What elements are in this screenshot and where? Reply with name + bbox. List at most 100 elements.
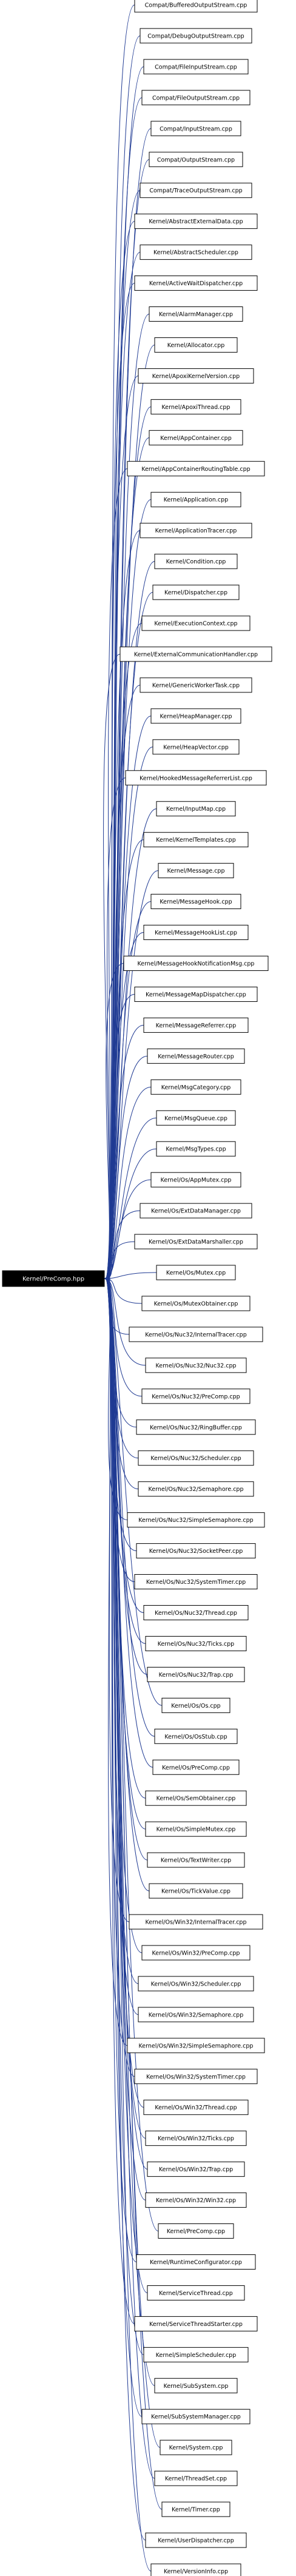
file-node[interactable]: Compat/TraceOutputStream.cpp: [140, 183, 252, 198]
file-node[interactable]: Kernel/SimpleScheduler.cpp: [143, 2347, 249, 2362]
file-node[interactable]: Kernel/SubSystem.cpp: [154, 2378, 238, 2393]
file-node-box: [141, 1388, 251, 1404]
file-node-box: [143, 2347, 249, 2362]
file-node[interactable]: Kernel/Os/Nuc32/Ticks.cpp: [145, 1635, 247, 1651]
file-node[interactable]: Kernel/Os/SemObtainer.cpp: [145, 1790, 247, 1806]
file-node[interactable]: Kernel/Os/Mutex.cpp: [156, 1265, 236, 1280]
file-node[interactable]: Kernel/ExternalCommunicationHandler.cpp: [119, 646, 272, 662]
file-node-label: Kernel/Os/Nuc32/SimpleSemaphore.cpp: [138, 1517, 253, 1524]
file-node-label: Kernel/MessageRouter.cpp: [158, 1053, 234, 1060]
file-node[interactable]: Kernel/Os/Nuc32/SystemTimer.cpp: [134, 1574, 258, 1590]
file-node[interactable]: Kernel/ServiceThreadStarter.cpp: [134, 2316, 258, 2331]
file-node[interactable]: Kernel/Allocator.cpp: [154, 337, 238, 353]
file-node[interactable]: Kernel/MsgQueue.cpp: [156, 1110, 236, 1126]
file-node[interactable]: Compat/DebugOutputStream.cpp: [140, 28, 252, 44]
file-node[interactable]: Kernel/System.cpp: [160, 2439, 232, 2455]
file-node[interactable]: Kernel/GenericWorkerTask.cpp: [140, 677, 252, 693]
file-node[interactable]: Kernel/Os/Nuc32/Thread.cpp: [143, 1604, 249, 1620]
file-node-box: [152, 739, 240, 755]
file-node[interactable]: Kernel/Os/Win32/Ticks.cpp: [145, 2131, 247, 2146]
file-node[interactable]: Kernel/VersionInfo.cpp: [150, 2563, 241, 2576]
file-node[interactable]: Kernel/Os/Win32/Win32.cpp: [145, 2192, 247, 2208]
file-node[interactable]: Kernel/KernelTemplates.cpp: [143, 832, 249, 848]
file-node-label: Kernel/MessageHook.cpp: [160, 899, 232, 905]
file-node[interactable]: Kernel/Os/ExtDataManager.cpp: [140, 1203, 252, 1219]
file-node[interactable]: Kernel/Os/PreComp.cpp: [152, 1759, 240, 1775]
file-node[interactable]: Kernel/HookedMessageReferrerList.cpp: [125, 770, 267, 786]
file-node[interactable]: Kernel/UserDispatcher.cpp: [145, 2532, 247, 2548]
file-node[interactable]: Kernel/Os/Win32/Semaphore.cpp: [138, 2007, 254, 2023]
file-node[interactable]: Kernel/ApoxiThread.cpp: [150, 399, 241, 414]
file-node[interactable]: Kernel/MsgCategory.cpp: [150, 1079, 241, 1095]
file-node[interactable]: Kernel/Os/Os.cpp: [161, 1697, 230, 1713]
file-node[interactable]: Kernel/Timer.cpp: [161, 2501, 230, 2517]
file-node[interactable]: Kernel/AppContainer.cpp: [149, 430, 243, 445]
file-node[interactable]: Kernel/Os/Nuc32/Semaphore.cpp: [138, 1481, 254, 1497]
file-node-box: [152, 584, 240, 600]
file-node[interactable]: Kernel/Os/Win32/PreComp.cpp: [141, 1945, 251, 1961]
file-node-label: Kernel/System.cpp: [169, 2445, 223, 2452]
file-node[interactable]: Kernel/Application.cpp: [150, 492, 241, 507]
file-node[interactable]: Kernel/Os/Win32/Trap.cpp: [147, 2162, 245, 2177]
file-node[interactable]: Kernel/RuntimeConfigurator.cpp: [136, 2254, 256, 2270]
file-node[interactable]: Compat/InputStream.cpp: [150, 121, 241, 137]
file-node[interactable]: Kernel/ThreadSet.cpp: [154, 2470, 238, 2486]
file-node[interactable]: Kernel/Os/ExtDataMarshaller.cpp: [134, 1234, 258, 1249]
center-node[interactable]: Kernel/PreComp.hpp: [2, 1270, 105, 1287]
file-node[interactable]: Kernel/AlarmManager.cpp: [149, 306, 243, 322]
file-node[interactable]: Kernel/ExecutionContext.cpp: [141, 615, 251, 631]
file-node[interactable]: Kernel/MessageReferrer.cpp: [143, 1017, 249, 1033]
file-node[interactable]: Kernel/HeapVector.cpp: [152, 739, 240, 755]
file-node-label: Kernel/VersionInfo.cpp: [164, 2569, 228, 2575]
file-node[interactable]: Kernel/InputMap.cpp: [156, 801, 236, 817]
file-node-label: Kernel/ExternalCommunicationHandler.cpp: [134, 651, 258, 658]
file-node-label: Compat/InputStream.cpp: [160, 126, 232, 132]
file-node[interactable]: Kernel/Os/MutexObtainer.cpp: [141, 1296, 251, 1311]
file-node[interactable]: Kernel/AbstractExternalData.cpp: [134, 214, 258, 229]
file-node-label: Kernel/Os/Win32/Thread.cpp: [155, 2104, 237, 2111]
file-node[interactable]: Kernel/Os/SimpleMutex.cpp: [145, 1821, 247, 1837]
file-node[interactable]: Kernel/AbstractScheduler.cpp: [140, 245, 252, 260]
file-node[interactable]: Kernel/ApplicationTracer.cpp: [140, 522, 252, 538]
file-node[interactable]: Kernel/Os/Nuc32/SimpleSemaphore.cpp: [127, 1512, 265, 1528]
file-node[interactable]: Kernel/PreComp.cpp: [158, 2223, 234, 2239]
file-node[interactable]: Kernel/Os/Nuc32/PreComp.cpp: [141, 1388, 251, 1404]
file-node[interactable]: Kernel/Os/Nuc32/SocketPeer.cpp: [136, 1543, 256, 1559]
file-node[interactable]: Compat/FileOutputStream.cpp: [141, 90, 251, 106]
file-node-label: Kernel/Os/Win32/SystemTimer.cpp: [146, 2074, 246, 2080]
file-node[interactable]: Kernel/MessageRouter.cpp: [147, 1048, 245, 1064]
file-node[interactable]: Kernel/MessageHookNotificationMsg.cpp: [123, 956, 269, 972]
file-node[interactable]: Kernel/Os/TickValue.cpp: [149, 1883, 243, 1899]
file-node[interactable]: Kernel/ApoxiKernelVersion.cpp: [138, 368, 254, 384]
file-node[interactable]: Kernel/Os/Nuc32/Scheduler.cpp: [138, 1450, 254, 1466]
file-node-label: Kernel/SubSystem.cpp: [164, 2383, 229, 2390]
file-node[interactable]: Compat/OutputStream.cpp: [149, 152, 243, 167]
file-node[interactable]: Kernel/AppContainerRoutingTable.cpp: [127, 461, 265, 476]
file-node[interactable]: Compat/FileInputStream.cpp: [143, 59, 249, 75]
file-node[interactable]: Kernel/Dispatcher.cpp: [152, 584, 240, 600]
file-node[interactable]: Kernel/Condition.cpp: [154, 553, 238, 569]
file-node[interactable]: Kernel/Os/Win32/SimpleSemaphore.cpp: [127, 2038, 265, 2054]
file-node[interactable]: Kernel/Os/Win32/InternalTracer.cpp: [129, 1914, 263, 1930]
file-node[interactable]: Kernel/MessageMapDispatcher.cpp: [134, 986, 258, 1002]
file-node[interactable]: Kernel/Os/TextWriter.cpp: [147, 1852, 245, 1868]
file-node[interactable]: Kernel/MessageHookList.cpp: [143, 925, 249, 941]
file-node[interactable]: Kernel/HeapManager.cpp: [150, 708, 241, 724]
file-node[interactable]: Kernel/MsgTypes.cpp: [156, 1141, 236, 1157]
file-node[interactable]: Kernel/Os/Nuc32/RingBuffer.cpp: [136, 1419, 256, 1435]
file-node[interactable]: Kernel/Message.cpp: [158, 863, 234, 879]
file-node[interactable]: Kernel/Os/Win32/SystemTimer.cpp: [134, 2069, 258, 2084]
file-node[interactable]: Kernel/Os/Win32/Scheduler.cpp: [138, 1976, 254, 1992]
file-node[interactable]: Kernel/Os/Nuc32/InternalTracer.cpp: [129, 1327, 263, 1342]
file-node[interactable]: Kernel/Os/Win32/Thread.cpp: [143, 2100, 249, 2115]
file-node[interactable]: Kernel/SubSystemManager.cpp: [141, 2409, 251, 2424]
file-node[interactable]: Kernel/Os/OsStub.cpp: [154, 1728, 238, 1744]
file-node[interactable]: Kernel/Os/Nuc32/Trap.cpp: [147, 1666, 245, 1682]
file-node[interactable]: Kernel/MessageHook.cpp: [150, 894, 241, 910]
file-node[interactable]: Kernel/ActiveWaitDispatcher.cpp: [134, 276, 258, 291]
file-node[interactable]: Kernel/Os/Nuc32/Nuc32.cpp: [145, 1357, 247, 1373]
file-node-label: Compat/DebugOutputStream.cpp: [147, 33, 244, 39]
file-node[interactable]: Compat/BufferedOutputStream.cpp: [134, 0, 258, 13]
file-node[interactable]: Kernel/Os/AppMutex.cpp: [150, 1172, 241, 1188]
file-node[interactable]: Kernel/ServiceThread.cpp: [147, 2285, 245, 2300]
